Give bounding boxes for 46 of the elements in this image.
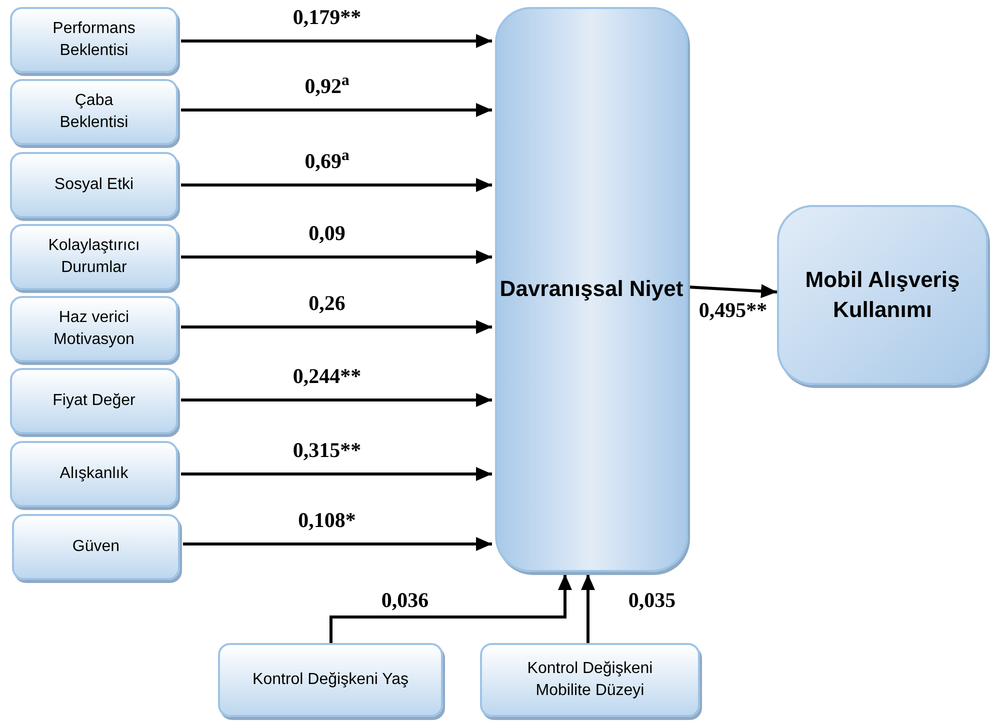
process-box (10, 368, 178, 434)
process-box (10, 296, 178, 362)
node-label: Fiyat Değer (52, 391, 136, 411)
node-label: Davranışsal Niyet (500, 275, 684, 304)
node-label: Çaba Beklentisi (58, 91, 130, 133)
process-box (10, 7, 178, 73)
node-label: Mobil Alışveriş Kullanımı (804, 266, 961, 324)
edge-label: 0,244** (290, 366, 364, 387)
edge-label: 0,035 (626, 590, 678, 611)
node-label: Sosyal Etki (54, 175, 134, 195)
edge-label: 0,26 (306, 293, 348, 314)
edge-label: 0,69$^{a}$ (302, 151, 352, 172)
node-label: Güven (72, 537, 120, 557)
arrow (581, 574, 595, 643)
arrow (330, 574, 572, 643)
arrow (181, 250, 492, 264)
node-label: Kontrol Değişkeni Yaş (252, 670, 408, 690)
process-box (10, 224, 178, 290)
edge-label: 0,495** (696, 300, 770, 321)
arrow (181, 178, 492, 192)
edge-label: 0,179** (290, 7, 364, 28)
arrow (181, 34, 492, 48)
edge-label: 0,036 (379, 590, 431, 611)
process-box (12, 514, 180, 580)
node-label: Kolaylaştırıcı Durumlar (47, 236, 141, 278)
edge-label: 0,108* (296, 510, 358, 531)
process-box (495, 7, 688, 572)
process-box (10, 441, 178, 507)
edge-label: 0,09 (306, 223, 348, 244)
arrow (181, 320, 492, 334)
arrow (181, 467, 492, 481)
process-box (10, 79, 178, 145)
node-label: Haz verici Motivasyon (52, 308, 136, 350)
arrow (183, 537, 492, 551)
process-box (10, 152, 178, 218)
arrow (688, 284, 778, 298)
process-box (218, 643, 443, 717)
edge-label: 0,315** (290, 440, 364, 461)
arrow (181, 103, 492, 117)
node-label: Performans Beklentisi (52, 19, 136, 61)
process-box (480, 643, 700, 717)
process-box (777, 205, 988, 385)
arrow (181, 393, 492, 407)
edge-label: 0,92$^{a}$ (302, 76, 352, 97)
node-label: Kontrol Değişkeni Mobilite Düzeyi (526, 659, 654, 701)
node-label: Alışkanlık (60, 464, 128, 484)
